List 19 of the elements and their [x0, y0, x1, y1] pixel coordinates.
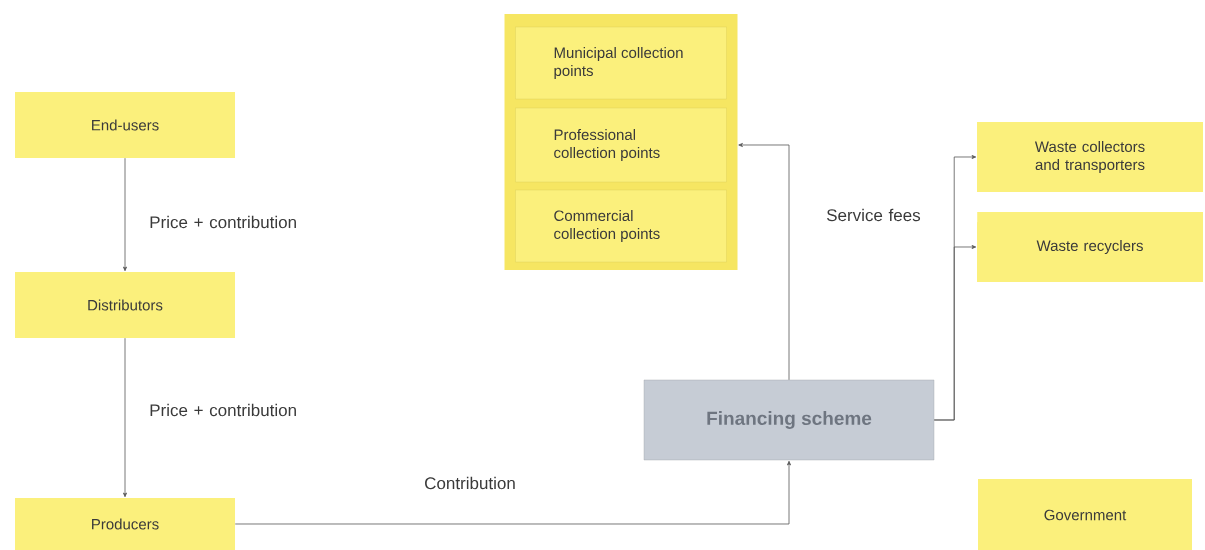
actor-box: End-users	[15, 92, 235, 158]
arrow	[123, 157, 127, 272]
actor-box: Producers	[15, 498, 235, 550]
arrow	[234, 460, 791, 525]
edge-label: Contribution	[423, 475, 517, 491]
edge-label: Service fees	[825, 207, 978, 223]
actor-box: Distributors	[15, 272, 235, 338]
scheme-box: Financing scheme	[643, 379, 935, 461]
collection-box: Municipal collection points	[515, 26, 727, 100]
edge-label: Price + contribution	[148, 402, 301, 418]
arrow	[738, 143, 790, 381]
collection-box: Professional collection points	[515, 107, 727, 183]
actor-box: Waste collectors and transporters	[977, 122, 1203, 192]
arrow	[123, 337, 127, 498]
arrow	[933, 245, 977, 421]
edge-label: Price + contribution	[148, 214, 301, 230]
actor-box: Waste recyclers	[977, 212, 1203, 282]
actor-box: Government	[978, 479, 1192, 550]
collection-box: Commercial collection points	[515, 189, 727, 263]
